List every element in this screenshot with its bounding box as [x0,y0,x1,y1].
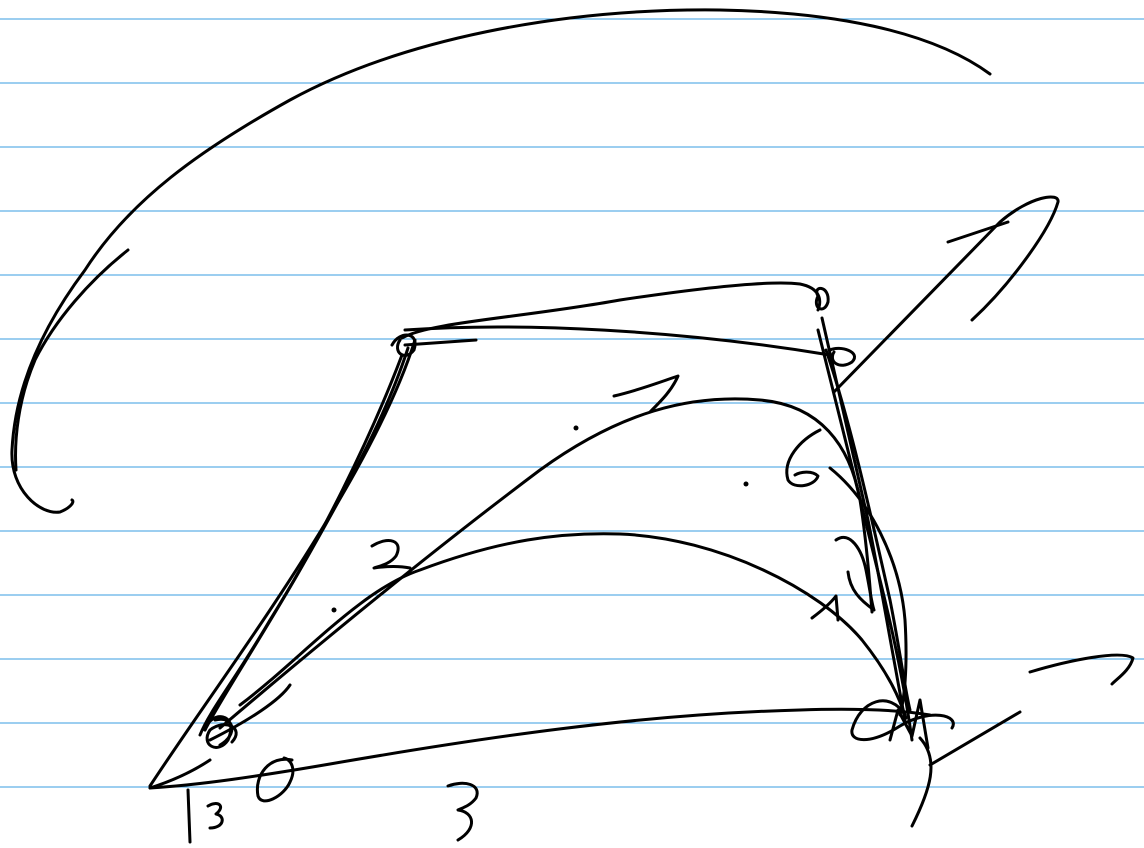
inner-curve-lower [238,532,908,720]
right-bulge [828,466,908,717]
mark-1-bottom [186,788,192,844]
quad-tl-tick [403,338,478,347]
quad-right-edge [820,316,907,722]
diagonal-tick [946,220,1010,244]
quad-right-edge-3 [824,348,912,712]
outer-arc-stroke [10,8,992,514]
quad-left-edge-3 [198,353,404,737]
diagonal-stroke [832,195,1060,394]
tr-knot [814,287,830,311]
mark-7-top [612,374,680,414]
quad-bottom-edge [148,707,932,790]
ink-layer [10,8,1135,844]
quad-top-edge-lower [403,325,832,357]
mark-3-large [446,781,479,842]
mark-loop-right [834,536,876,612]
br-knot [850,699,955,742]
quad-tl-scribble [390,333,417,357]
br-tail [910,736,933,828]
quad-left-edge-2 [203,346,410,732]
dot-2 [743,481,749,487]
tr-knot-2 [828,346,856,367]
inner-curve-upper [218,397,874,730]
mark-6 [785,428,822,488]
br-hook [1028,653,1135,686]
mark-0 [255,756,295,803]
outer-arc-retrace [14,248,130,472]
mark-4 [810,594,840,622]
dot-1 [573,425,579,431]
dot-3 [331,607,337,613]
inner-curve-lower-tail [208,683,292,742]
quad-bottom-edge-start [148,758,212,790]
br-knot-2 [888,698,930,750]
quad-left-edge [148,338,417,788]
quad-top-edge [400,281,822,340]
ruled-lines [0,18,1144,788]
bl-knot-2 [213,717,234,747]
mark-3-small [206,802,224,830]
br-tick [928,710,1022,767]
mark-2 [370,539,412,570]
